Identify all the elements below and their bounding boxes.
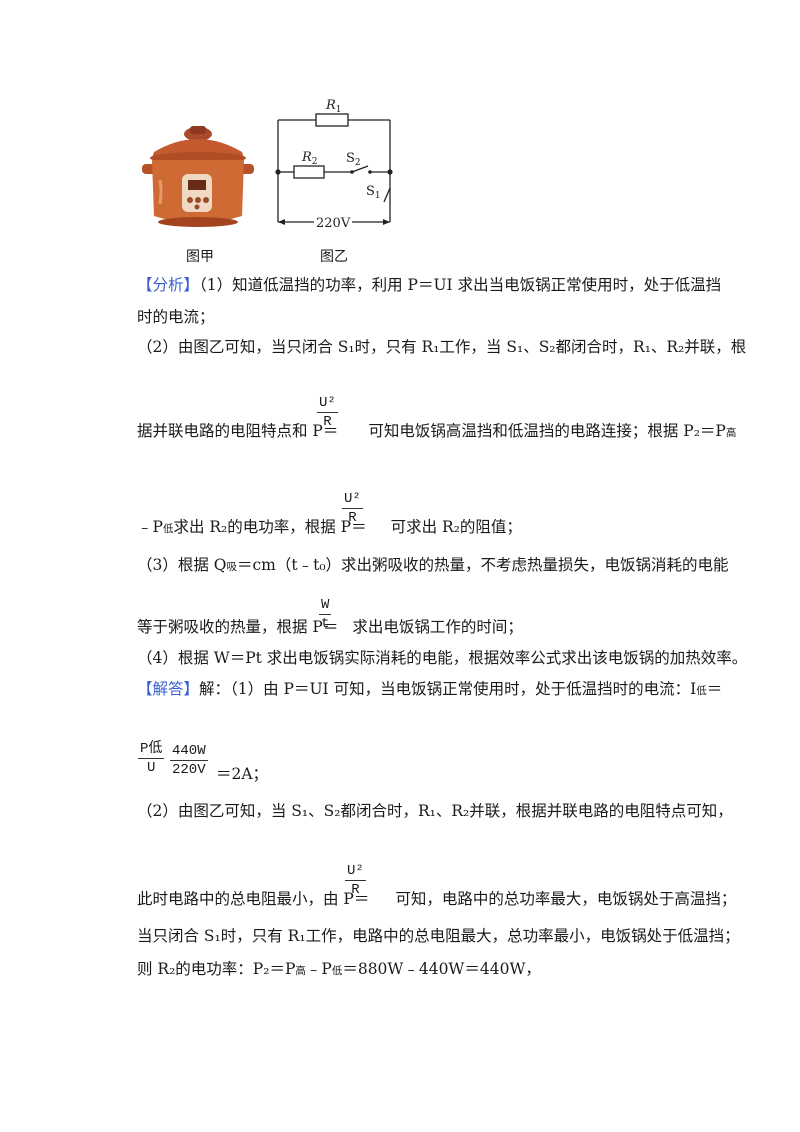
figure-caption-a: 图甲: [186, 249, 214, 265]
rice-cooker-image: [140, 120, 258, 238]
analysis-line-3: （2）由图乙可知，当只闭合 S₁时，只有 R₁工作，当 S₁、S₂都闭合时，R₁…: [137, 338, 747, 356]
r2-label: R2: [301, 150, 318, 167]
answer-line-1: 【解答】解：（1）由 P＝UI 可知，当电饭锅正常使用时，处于低温挡时的电流：I…: [137, 680, 723, 698]
analysis-line-8: （4）根据 W＝Pt 求出电饭锅实际消耗的电能，根据效率公式求出该电饭锅的加热效…: [137, 649, 748, 667]
analysis-line-7: 等于粥吸收的热量，根据 P＝求出电饭锅工作的时间；: [137, 618, 523, 636]
resistor-r1: [315, 113, 349, 127]
r1-label: R1: [325, 98, 342, 115]
s1-label: S1: [366, 184, 381, 201]
analysis-line-6: （3）根据 Q吸＝cm（t﹣t₀）求出粥吸收的热量，不考虑热量损失，电饭锅消耗的…: [137, 556, 729, 574]
analysis-line-2: 时的电流；: [137, 308, 215, 326]
rice-cooker-illustration: [142, 126, 254, 227]
analysis-tag: 【分析】: [137, 276, 200, 294]
circuit-diagram: R1 R2 S2 S1 220V: [268, 92, 398, 240]
answer-line-5: 当只闭合 S₁时，只有 R₁工作，电路中的总电阻最大，总功率最小，电饭锅处于低温…: [137, 927, 740, 945]
figure-caption-b: 图乙: [320, 249, 348, 265]
analysis-line-1: 【分析】（1）知道低温挡的功率，利用 P＝UI 求出当电饭锅正常使用时，处于低温…: [137, 276, 722, 294]
answer-tag: 【解答】: [137, 680, 200, 698]
answer-line-6: 则 R₂的电功率：P₂＝P高﹣P低＝880W﹣440W＝440W，: [137, 960, 541, 978]
answer-line-4: 此时电路中的总电阻最小，由 P＝可知，电路中的总功率最大，电饭锅处于高温挡；: [137, 890, 737, 908]
voltage-label: 220V: [316, 216, 351, 231]
s2-label: S2: [346, 151, 361, 168]
analysis-line-4: 据并联电路的电阻特点和 P＝可知电饭锅高温挡和低温挡的电路连接；根据 P₂＝P高: [137, 422, 737, 440]
circuit-svg: R1 R2 S2 S1 220V: [275, 98, 393, 231]
resistor-r2: [293, 165, 325, 179]
answer-line-2: ＝2A；: [216, 765, 269, 783]
answer-line-3: （2）由图乙可知，当 S₁、S₂都闭合时，R₁、R₂并联，根据并联电路的电阻特点…: [137, 802, 733, 820]
analysis-line-5: ﹣P低求出 R₂的电功率，根据 P＝可求出 R₂的阻值；: [137, 518, 522, 536]
